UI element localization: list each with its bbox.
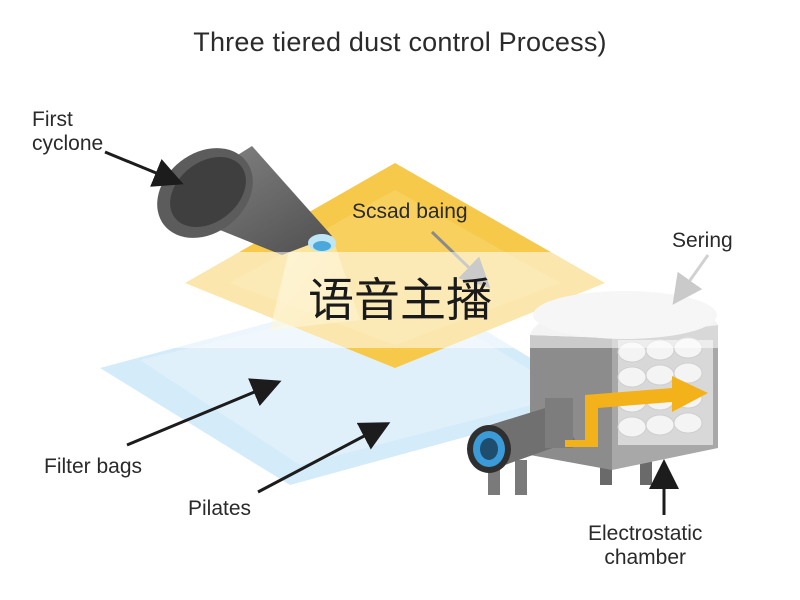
watermark-text: 语音主播 xyxy=(308,273,492,327)
label-filter-bags: Filter bags xyxy=(44,455,143,478)
arrow-first-cyclone xyxy=(104,150,184,187)
watermark-band xyxy=(0,252,800,348)
label-sering: Sering xyxy=(672,229,733,252)
arrow-pilates xyxy=(257,422,391,494)
label-first-cyclone: First cyclone xyxy=(32,108,104,155)
label-electrostatic-chamber: Electrostatic chamber xyxy=(588,522,703,569)
arrow-filter-bags xyxy=(126,378,282,447)
diagram-title: Three tiered dust control Process) xyxy=(193,27,607,57)
first-cyclone-illustration xyxy=(157,146,336,255)
label-pilates: Pilates xyxy=(188,497,252,520)
label-screening: Scsad baing xyxy=(352,200,468,223)
